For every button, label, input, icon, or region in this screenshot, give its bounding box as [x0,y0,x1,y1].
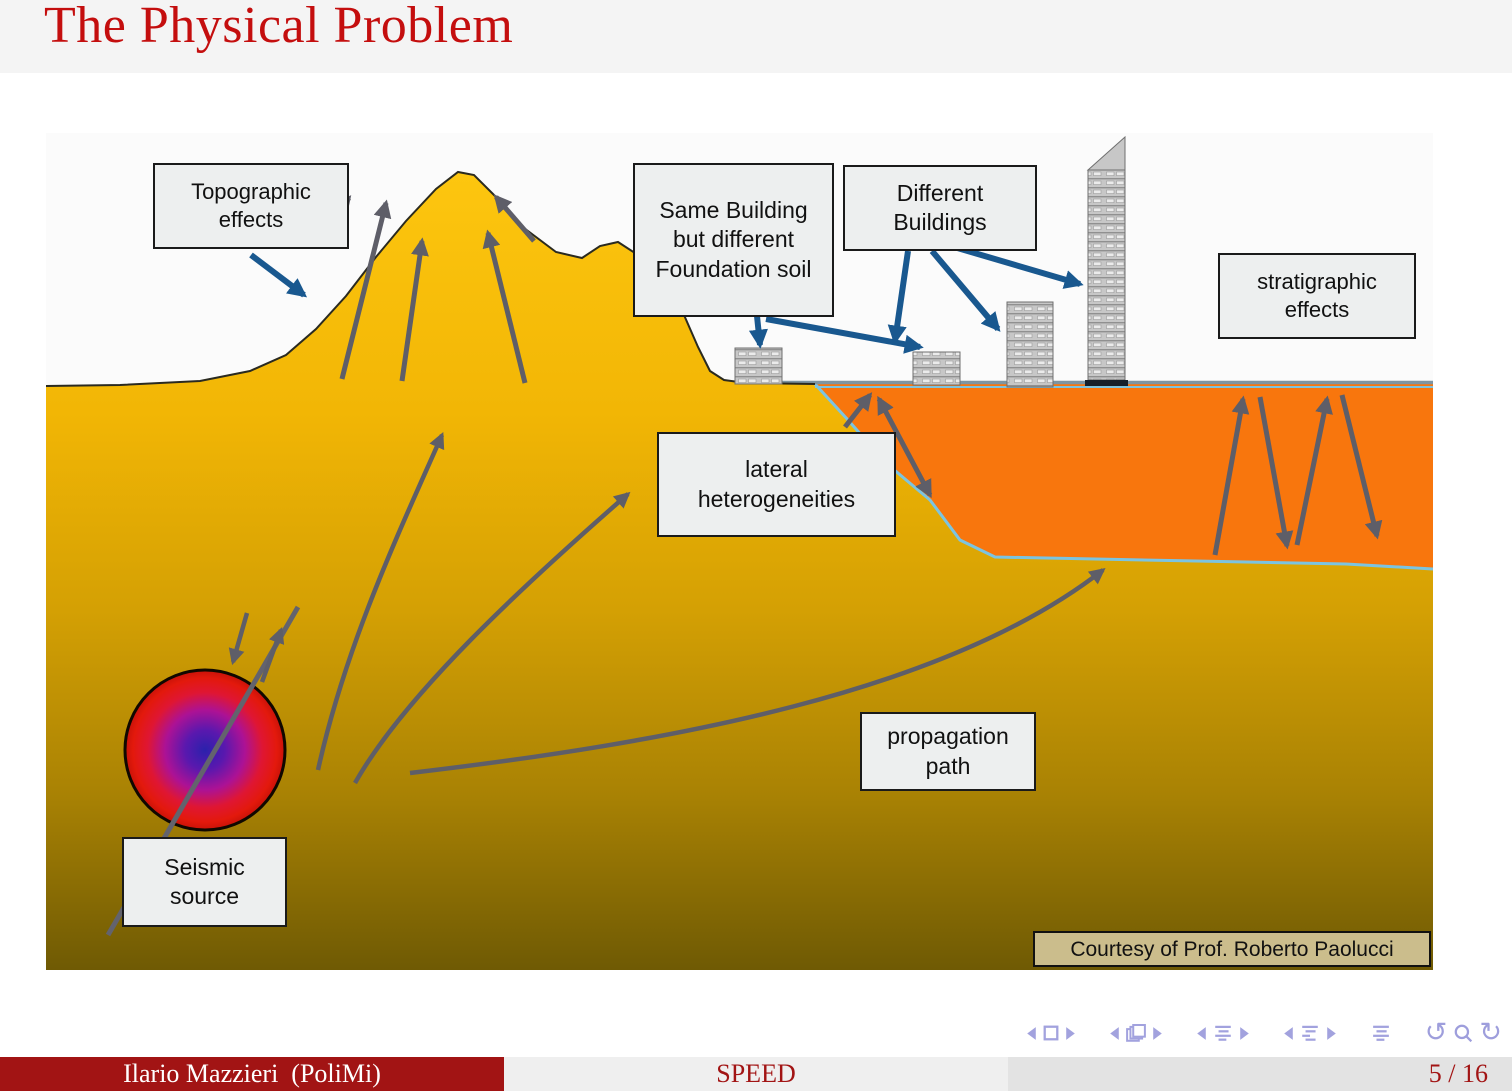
next-frame-icon[interactable] [1152,1026,1163,1041]
nav-appendix-group [1370,1024,1392,1042]
diagram-canvas [46,135,1433,970]
courtesy-credit: Courtesy of Prof. Roberto Paolucci [1033,931,1431,967]
footer-page-number: 5 / 16 [1008,1057,1512,1091]
buildings [734,135,1128,388]
label-topographic-effects: Topographic effects [153,163,349,249]
beamer-navigation-bar: ↺ ↻ [0,1016,1502,1050]
fault-slip-arrows [228,612,285,683]
stratigraphic-wave-arrows [1212,394,1383,556]
prev-frame-icon[interactable] [1109,1026,1120,1041]
search-icon[interactable] [1453,1023,1473,1043]
label-different-buildings: Different Buildings [843,165,1037,251]
section-list-icon[interactable] [1213,1024,1233,1042]
prev-section-icon[interactable] [1196,1026,1207,1041]
footer-short-title: SPEED [504,1057,1008,1091]
building-small-on-basin [912,351,961,386]
building-small-on-slope [734,347,783,385]
prev-subsection-icon[interactable] [1283,1026,1294,1041]
sedimentary-basin [815,384,1433,569]
subsection-list-icon[interactable] [1300,1024,1320,1042]
title-band: The Physical Problem [0,0,1512,73]
footline: Ilario Mazzieri (PoliMi) SPEED 5 / 16 [0,1057,1512,1091]
seismic-diagram: Topographic effects Same Building but di… [46,133,1433,970]
current-frame-icon[interactable] [1043,1025,1059,1041]
next-section-icon[interactable] [1239,1026,1250,1041]
label-same-building: Same Building but different Foundation s… [633,163,834,317]
lateral-heterogeneity-arrows [843,392,933,499]
undo-navigation-icon[interactable]: ↺ [1424,1017,1448,1048]
next-subsection-icon[interactable] [1326,1026,1337,1041]
building-medium [1006,301,1054,388]
label-stratigraphic-effects: stratigraphic effects [1218,253,1416,339]
redo-navigation-icon[interactable]: ↻ [1479,1017,1502,1048]
propagation-path-arrows [315,432,1106,785]
next-slide-icon[interactable] [1065,1026,1076,1041]
page-title: The Physical Problem [44,0,514,54]
prev-slide-icon[interactable] [1026,1026,1037,1041]
nav-subsection-group [1283,1024,1337,1042]
nav-frame-group [1109,1024,1163,1042]
footer-author: Ilario Mazzieri (PoliMi) [0,1057,504,1091]
frame-group-icon[interactable] [1125,1024,1146,1042]
nav-history-group: ↺ ↻ [1425,1019,1502,1047]
label-pointer-arrows [249,244,1084,354]
label-seismic-source: Seismic source [122,837,287,927]
label-propagation-path: propagation path [860,712,1036,791]
appendix-list-icon[interactable] [1370,1024,1392,1042]
soil-cross-section [46,172,1433,970]
nav-section-group [1196,1024,1250,1042]
label-lateral-heterogeneities: lateral heterogeneities [657,432,896,537]
building-tower [1085,135,1128,386]
nav-slide-group [1026,1025,1076,1041]
